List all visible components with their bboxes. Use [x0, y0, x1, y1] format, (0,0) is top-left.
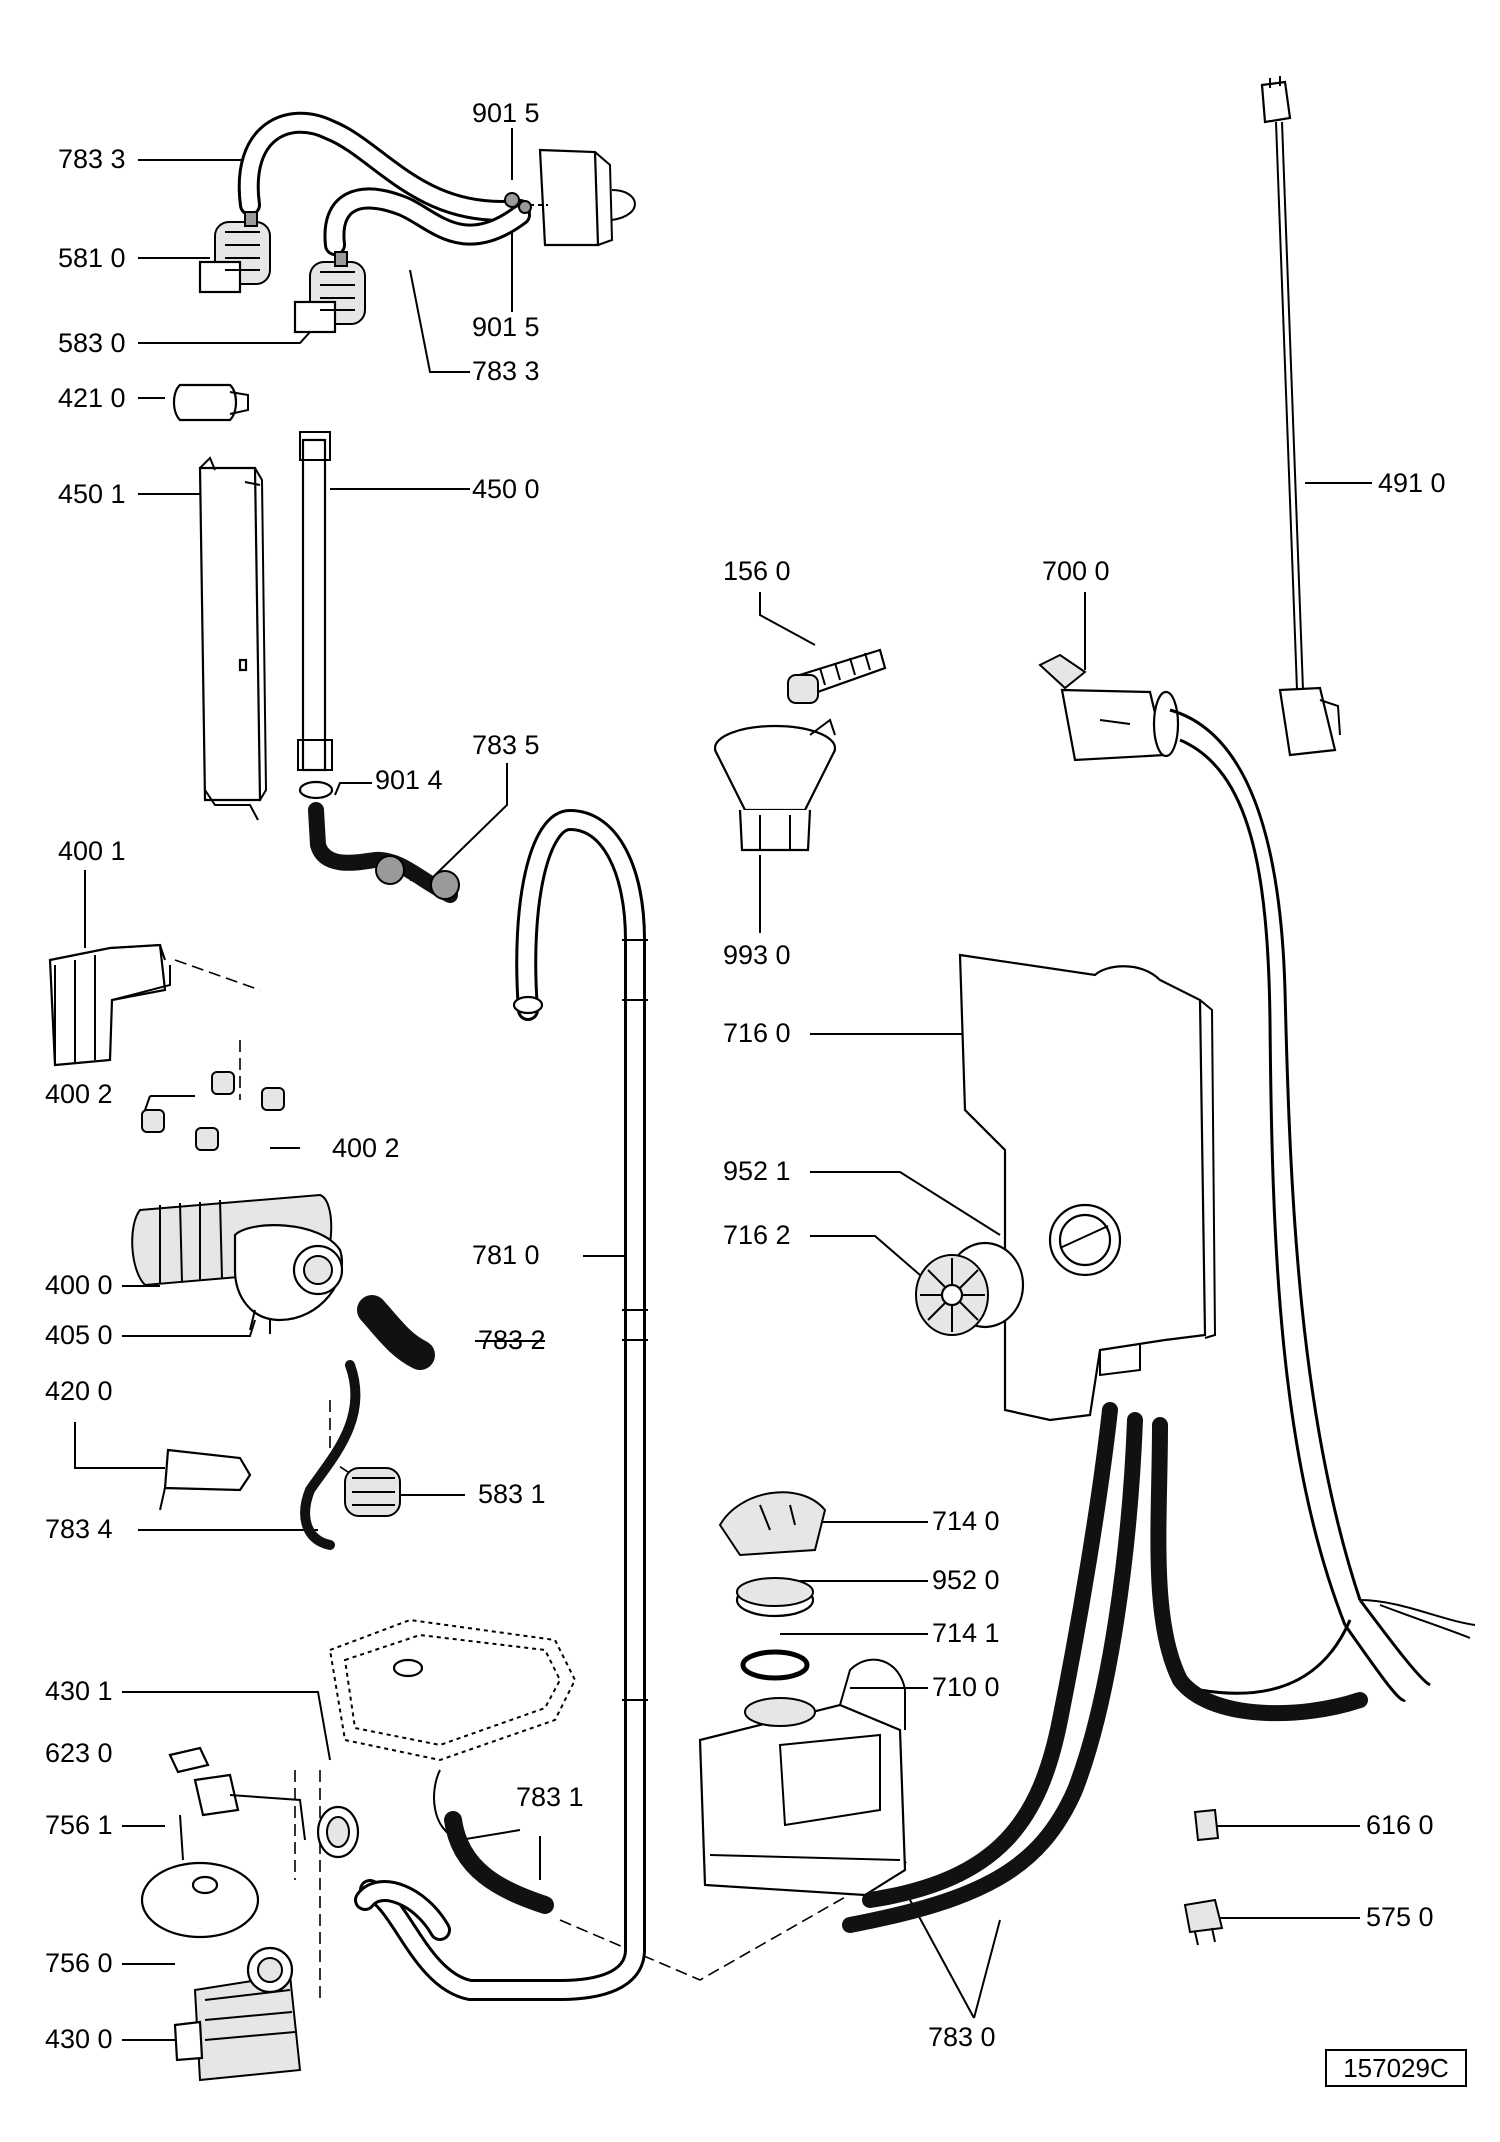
- label-491-0: 491 0: [1378, 468, 1446, 498]
- heater-hose-783-5: [308, 802, 460, 903]
- label-400-2-left: 400 2: [45, 1079, 113, 1109]
- pressure-switch-assembly: [198, 111, 636, 334]
- pump-motor-400-0: [131, 1193, 344, 1334]
- label-901-4: 901 4: [375, 765, 443, 795]
- inlet-valve-700-0: [1038, 653, 1476, 1702]
- label-420-0: 420 0: [45, 1376, 113, 1406]
- label-716-0: 716 0: [723, 1018, 791, 1048]
- part-616-0: [1193, 1808, 1220, 1842]
- label-583-1: 583 1: [478, 1479, 546, 1509]
- pressure-switch-583-1: [344, 1467, 401, 1517]
- softener-hoses-783-0: [842, 1402, 1368, 1933]
- hose-783-2: [357, 1295, 435, 1370]
- leader-lines: [74, 128, 1372, 2041]
- part-156-0: [787, 648, 887, 704]
- seal-714-1: [740, 1649, 810, 1681]
- label-756-0: 756 0: [45, 1948, 113, 1978]
- label-783-0: 783 0: [928, 2022, 996, 2052]
- part-575-0: [1183, 1898, 1224, 1946]
- label-581-0: 581 0: [58, 243, 126, 273]
- motor-cover-400-1: [48, 943, 171, 1067]
- document-code: 157029C: [1325, 2049, 1467, 2087]
- label-783-3-top: 783 3: [58, 144, 126, 174]
- label-700-0: 700 0: [1042, 556, 1110, 586]
- heater-cover-450-1: [198, 456, 268, 821]
- label-952-1: 952 1: [723, 1156, 791, 1186]
- drain-connector: [354, 1880, 451, 1941]
- label-901-5-bottom: 901 5: [472, 312, 540, 342]
- label-716-2: 716 2: [723, 1220, 791, 1250]
- heater-element-450-0: [297, 431, 334, 800]
- sensor-756-1: [179, 1773, 306, 1861]
- ring-952-0: [735, 1577, 815, 1618]
- label-400-0: 400 0: [45, 1270, 113, 1300]
- salt-container-cap-714-0: [718, 1491, 827, 1557]
- label-623-0: 623 0: [45, 1738, 113, 1768]
- label-714-1: 714 1: [932, 1618, 1000, 1648]
- label-156-0: 156 0: [723, 556, 791, 586]
- drain-hose-781-0: [359, 808, 648, 2001]
- label-781-0: 781 0: [472, 1240, 540, 1270]
- label-783-1: 783 1: [516, 1782, 584, 1812]
- label-952-0: 952 0: [932, 1565, 1000, 1595]
- label-783-4: 783 4: [45, 1514, 113, 1544]
- label-421-0: 421 0: [58, 383, 126, 413]
- label-400-1: 400 1: [58, 836, 126, 866]
- part-421-0: [172, 383, 249, 422]
- label-783-5: 783 5: [472, 730, 540, 760]
- label-450-1: 450 1: [58, 479, 126, 509]
- hose-783-1: [444, 1811, 554, 1914]
- pressure-switch-581-0: [198, 211, 271, 294]
- sump-assembly: [328, 1618, 577, 1842]
- float-756-0: [140, 1861, 260, 1939]
- pressure-switch-583-0: [293, 251, 366, 334]
- label-405-0: 405 0: [45, 1320, 113, 1350]
- clips-400-2: [141, 1071, 285, 1151]
- air-trap-block: [504, 148, 636, 247]
- label-901-5-top: 901 5: [472, 98, 540, 128]
- salt-container-710-0: [698, 1658, 907, 1897]
- ring-430-1: [316, 1805, 360, 1859]
- mains-cable-491-0: [1260, 76, 1341, 757]
- label-710-0: 710 0: [932, 1672, 1000, 1702]
- drain-pump-430-0: [173, 1946, 302, 2082]
- softener-panel-716-0: [958, 953, 1217, 1422]
- label-714-0: 714 0: [932, 1506, 1000, 1536]
- label-616-0: 616 0: [1366, 1810, 1434, 1840]
- label-430-0: 430 0: [45, 2024, 113, 2054]
- label-583-0: 583 0: [58, 328, 126, 358]
- label-783-3-bottom: 783 3: [472, 356, 540, 386]
- part-420-0: [159, 1448, 252, 1511]
- hose-783-4: [300, 1360, 361, 1550]
- label-783-2: 783 2: [478, 1325, 546, 1355]
- part-623-0: [168, 1746, 210, 1774]
- funnel-993-0: [713, 718, 837, 852]
- label-756-1: 756 1: [45, 1810, 113, 1840]
- label-575-0: 575 0: [1366, 1902, 1434, 1932]
- label-450-0: 450 0: [472, 474, 540, 504]
- filter-716-2: [915, 1241, 1025, 1336]
- label-993-0: 993 0: [723, 940, 791, 970]
- label-430-1: 430 1: [45, 1676, 113, 1706]
- label-400-2-right: 400 2: [332, 1133, 400, 1163]
